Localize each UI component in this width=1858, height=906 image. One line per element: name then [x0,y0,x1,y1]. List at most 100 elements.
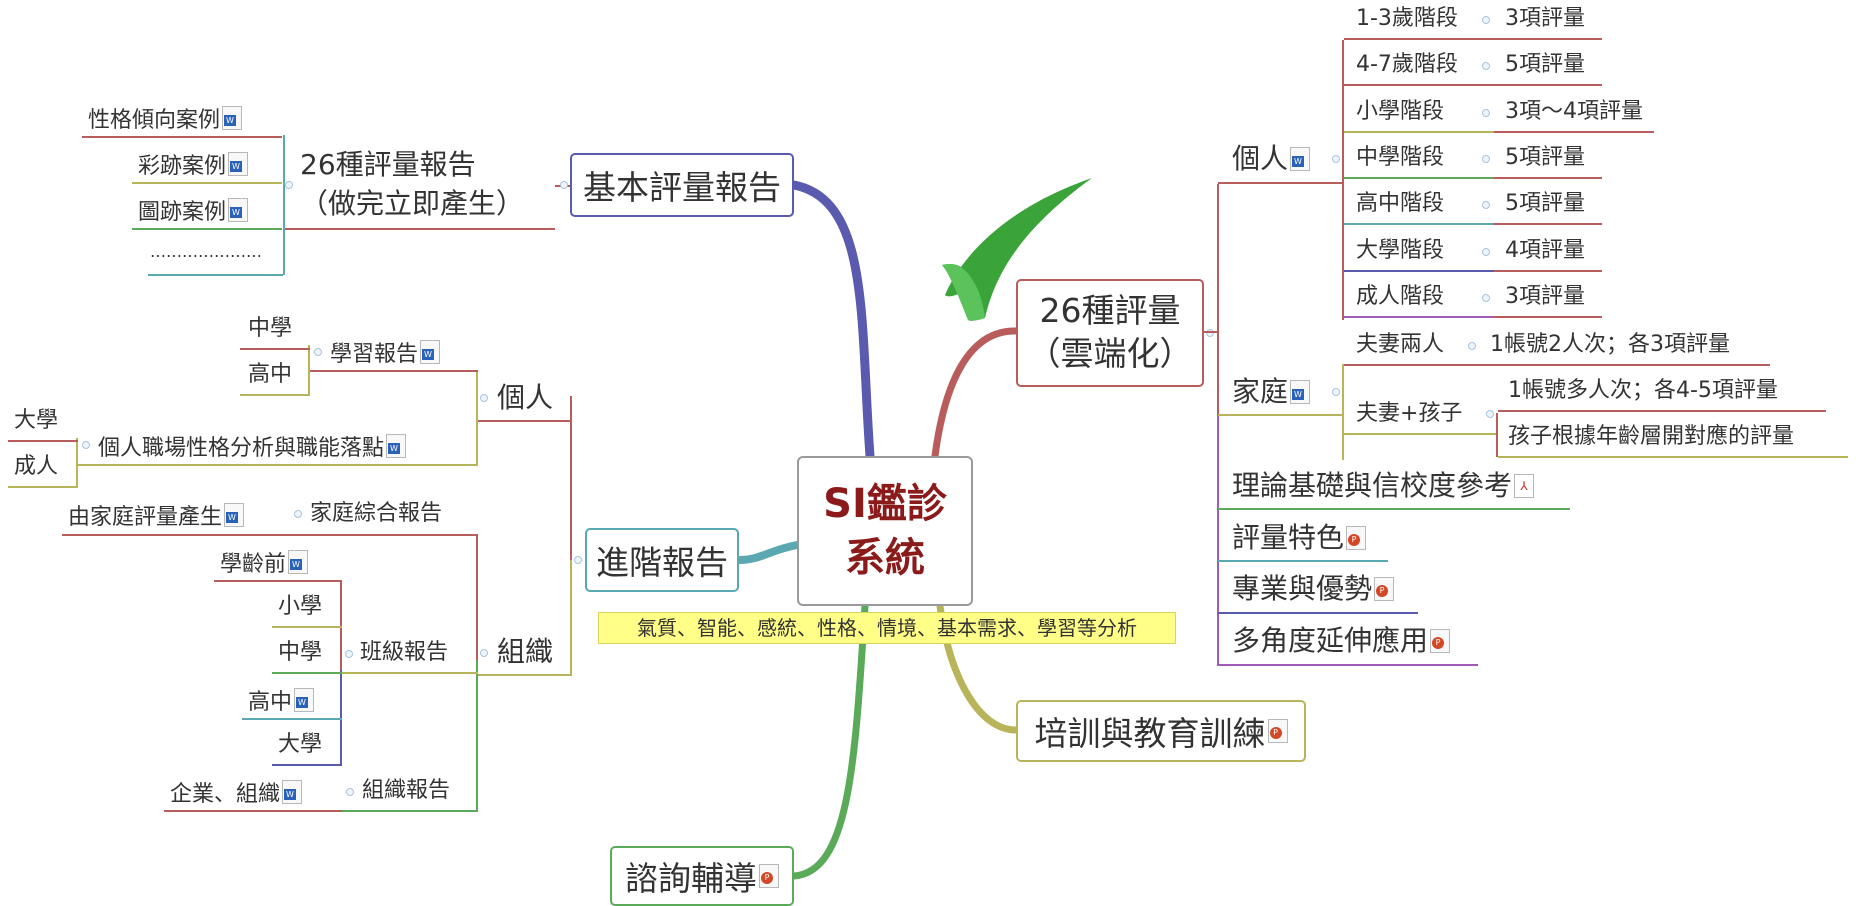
connector [78,464,478,466]
stage-label: 中學階段 [1356,144,1445,170]
central-topic[interactable]: SI鑑診 系統 [797,456,973,606]
collapse-dot[interactable] [560,181,568,189]
connector [1498,456,1848,458]
connector [132,182,282,184]
connector [1217,414,1219,666]
topic-advanced-report[interactable]: 進階報告 [585,528,739,592]
collapse-dot[interactable] [1482,108,1490,117]
connector [76,438,78,488]
connector [340,810,478,812]
org-report: 組織報告 [362,778,451,803]
word-doc-icon[interactable]: W [288,550,309,574]
collapse-dot[interactable] [1468,342,1476,350]
connector [1344,364,1770,366]
powerpoint-icon[interactable]: P [1430,629,1451,653]
word-doc-icon[interactable]: W [222,106,243,130]
connector [240,394,310,396]
collapse-dot[interactable] [1482,16,1490,24]
powerpoint-icon[interactable]: P [1346,526,1367,550]
word-doc-icon[interactable]: W [228,198,249,222]
topic-26-assessments[interactable]: 26種評量 （雲端化） [1016,279,1204,387]
word-doc-icon[interactable]: W [282,780,303,804]
collapse-dot[interactable] [1486,410,1494,418]
branch-basic [789,180,875,461]
connector [242,718,342,720]
word-doc-icon[interactable]: W [294,688,315,712]
collapse-dot[interactable] [294,510,302,518]
connector [1342,40,1344,320]
collapse-dot[interactable] [1332,388,1340,396]
class-level: 小學 [278,594,323,619]
connector [1494,315,1602,318]
stage-label: 高中階段 [1356,191,1445,217]
connector [1218,560,1388,562]
connector [1494,84,1602,87]
collapse-dot[interactable] [1482,247,1490,256]
word-doc-icon[interactable]: W [1290,147,1311,171]
connector [8,486,78,488]
connector [1218,664,1478,666]
connector [285,228,555,230]
collapse-dot[interactable] [480,394,488,402]
collapse-dot[interactable] [1482,62,1490,71]
word-doc-icon[interactable]: W [386,434,407,458]
connector [240,348,310,350]
collapse-dot[interactable] [1206,329,1214,337]
stage-count: 5項評量 [1505,52,1585,78]
link-theory[interactable]: 理論基礎與信校度參考⅄ [1232,472,1535,500]
collapse-dot[interactable] [345,650,353,658]
class-level: 大學 [278,732,323,757]
word-doc-icon[interactable]: W [420,340,441,364]
collapse-dot[interactable] [82,441,90,449]
collapse-dot[interactable] [574,556,582,564]
collapse-dot[interactable] [480,649,488,657]
powerpoint-icon[interactable]: P [1374,577,1395,601]
connector [82,136,282,138]
stage-label: 成人階段 [1356,283,1445,309]
connector [1494,130,1654,133]
family-couple-kids: 夫妻+孩子 [1356,401,1463,426]
study-level: 高中 [248,362,293,387]
collapse-dot[interactable] [1332,155,1340,163]
stage-count: 5項評量 [1505,191,1585,217]
word-doc-icon[interactable]: W [224,503,245,527]
collapse-dot[interactable] [1482,201,1490,210]
connector [1217,184,1219,484]
collapse-dot[interactable] [1482,293,1490,302]
advanced-org-label: 組織 [497,635,554,668]
pdf-icon[interactable]: ⅄ [1514,474,1535,498]
topic-basic-report[interactable]: 基本評量報告 [570,153,794,217]
collapse-dot[interactable] [346,788,354,796]
green-checkmark-icon [942,178,1092,321]
connector [272,626,342,628]
branch-assess [931,327,1020,460]
word-doc-icon[interactable]: W [1290,380,1311,404]
collapse-dot[interactable] [1482,154,1490,163]
word-doc-icon[interactable]: W [228,152,249,176]
connector [1204,331,1218,333]
connector [1344,269,1494,272]
powerpoint-icon[interactable]: P [759,864,779,888]
connector [8,440,78,442]
collapse-dot[interactable] [314,348,322,356]
stage-label: 大學階段 [1356,237,1445,263]
powerpoint-icon[interactable]: P [1267,719,1288,743]
collapse-dot[interactable] [285,181,293,189]
connector [62,534,478,536]
